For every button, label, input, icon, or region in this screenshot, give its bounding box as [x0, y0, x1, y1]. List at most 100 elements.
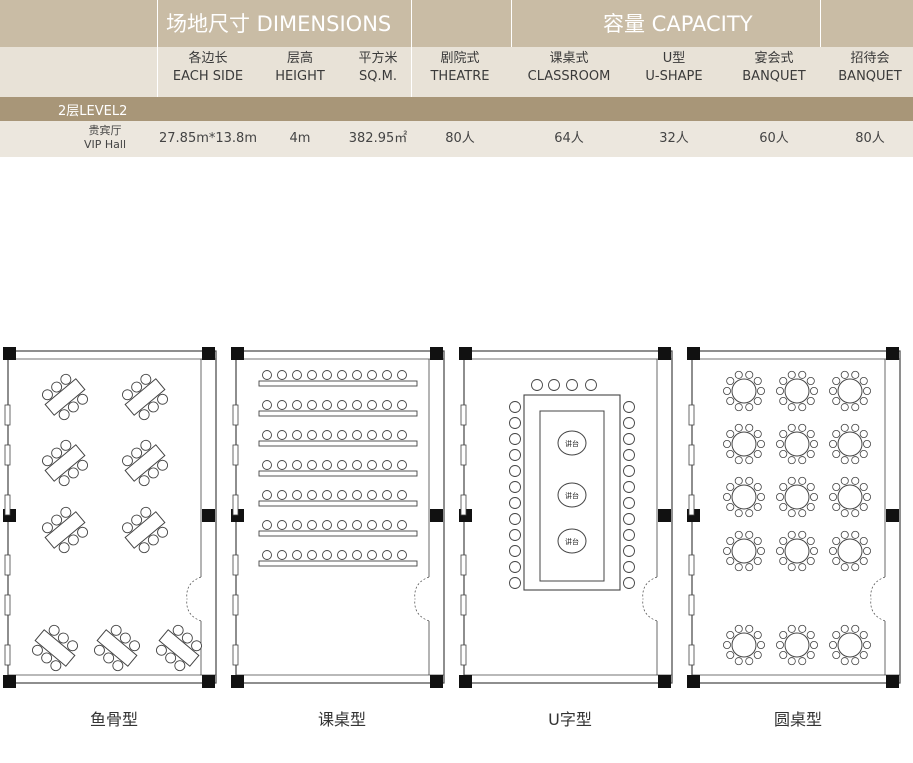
chair — [509, 577, 521, 589]
round-table — [731, 431, 757, 457]
chair — [367, 430, 377, 440]
chair — [828, 640, 837, 649]
door-swing — [870, 576, 886, 600]
chair — [103, 652, 115, 664]
chair — [262, 400, 272, 410]
chair — [509, 513, 521, 525]
divider — [157, 0, 158, 97]
chair — [851, 476, 860, 485]
chair — [32, 644, 43, 656]
pillar — [658, 509, 671, 522]
chair — [181, 632, 193, 644]
chair — [138, 542, 150, 554]
window — [232, 404, 239, 426]
podium-label: 讲台 — [565, 537, 579, 546]
chair — [776, 387, 785, 396]
chair — [753, 430, 762, 439]
window — [4, 404, 11, 426]
chair — [851, 370, 860, 379]
door-swing — [642, 576, 658, 600]
chair — [840, 563, 849, 572]
window — [460, 494, 467, 516]
table-group — [122, 373, 168, 421]
chair — [67, 467, 79, 479]
round-table — [731, 538, 757, 564]
chair — [397, 520, 407, 530]
chair — [832, 449, 841, 458]
chair — [745, 370, 754, 379]
chair — [779, 631, 788, 640]
chair — [623, 417, 635, 429]
chair — [623, 513, 635, 525]
desk — [258, 560, 418, 567]
chair — [509, 417, 521, 429]
pillar — [886, 509, 899, 522]
chair — [566, 379, 578, 391]
chair — [397, 490, 407, 500]
door-swing — [414, 576, 430, 600]
chair — [745, 509, 754, 518]
round-table — [784, 538, 810, 564]
chair — [623, 433, 635, 445]
chair — [832, 650, 841, 659]
chair — [77, 459, 88, 471]
chair — [734, 423, 743, 432]
podium — [557, 482, 587, 508]
chair — [779, 430, 788, 439]
door-swing — [414, 598, 430, 622]
divider — [820, 0, 821, 47]
chair — [734, 370, 743, 379]
pillar — [687, 347, 700, 360]
chair — [307, 400, 317, 410]
chair — [840, 456, 849, 465]
dimensions-title: 场地尺寸 DIMENSIONS — [166, 12, 392, 36]
chair — [307, 490, 317, 500]
chair — [832, 430, 841, 439]
chair — [322, 520, 332, 530]
chair — [757, 492, 766, 501]
chair — [509, 529, 521, 541]
chair — [757, 387, 766, 396]
chair — [122, 455, 133, 467]
chair — [779, 650, 788, 659]
chair — [859, 396, 868, 405]
chair — [292, 490, 302, 500]
window — [4, 644, 11, 666]
chair — [798, 530, 807, 539]
chair — [337, 400, 347, 410]
round-table — [837, 484, 863, 510]
chair — [51, 381, 63, 393]
chair — [734, 476, 743, 485]
chair — [779, 537, 788, 546]
window — [460, 444, 467, 466]
pillar — [202, 347, 215, 360]
chair — [798, 624, 807, 633]
chair — [726, 537, 735, 546]
table-row — [0, 121, 913, 157]
window — [232, 594, 239, 616]
chair — [779, 377, 788, 386]
podium-label: 讲台 — [565, 491, 579, 500]
chair — [42, 522, 53, 534]
chair — [787, 530, 796, 539]
chair — [509, 433, 521, 445]
table — [44, 378, 86, 416]
chair — [262, 550, 272, 560]
chair — [548, 379, 560, 391]
chair — [58, 542, 70, 554]
chair — [757, 546, 766, 555]
chair — [51, 447, 63, 459]
chair — [277, 460, 287, 470]
level-label: 2层LEVEL2 — [58, 104, 128, 119]
chair — [828, 546, 837, 555]
chair — [806, 396, 815, 405]
chair — [787, 476, 796, 485]
pillar — [658, 675, 671, 688]
chair — [157, 526, 168, 538]
window — [688, 554, 695, 576]
chair — [122, 389, 133, 401]
chair — [745, 530, 754, 539]
chair — [779, 502, 788, 511]
chair — [58, 475, 70, 487]
